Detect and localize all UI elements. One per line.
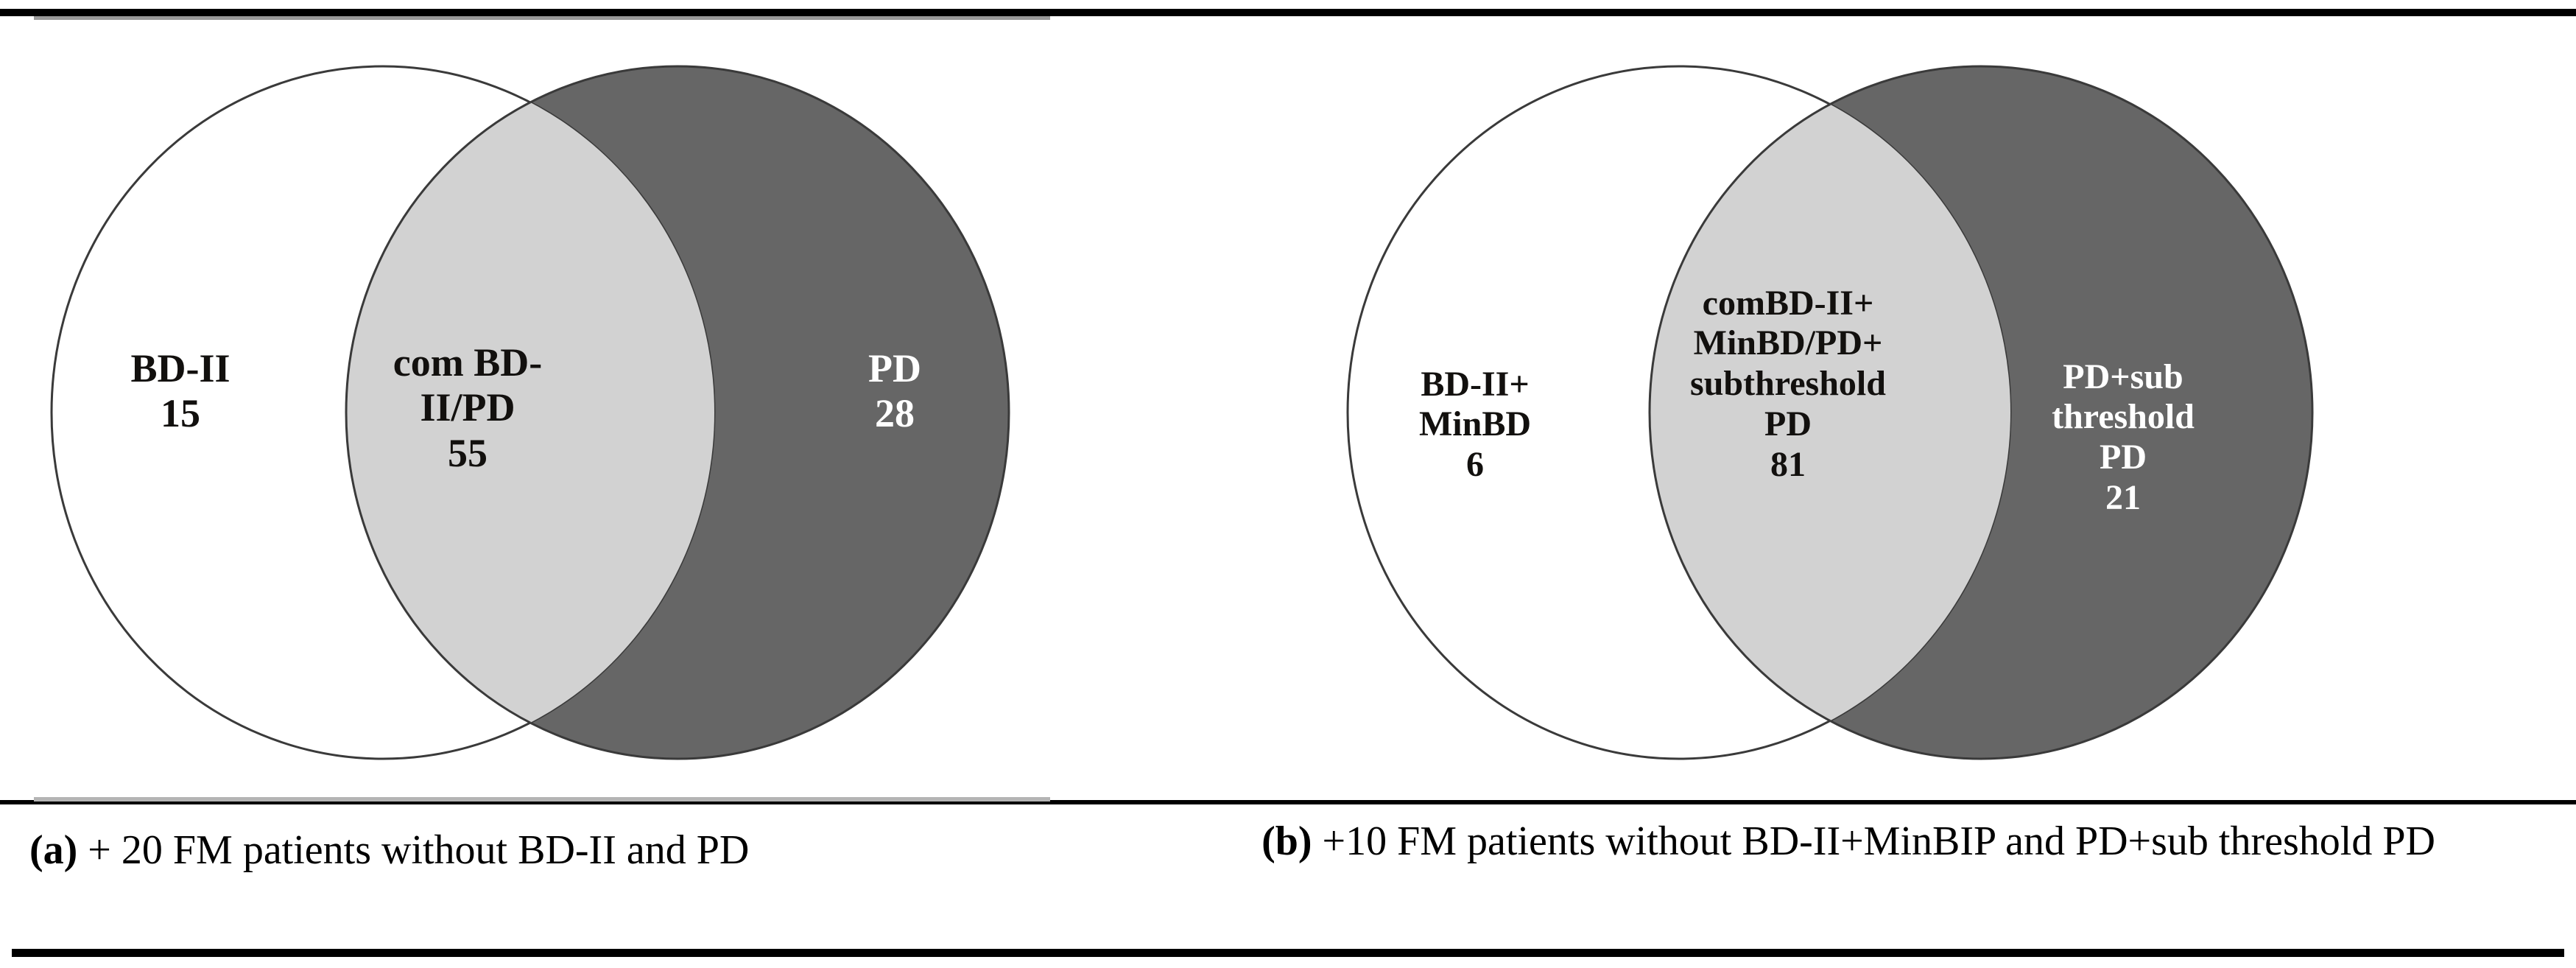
caption-b: (b) +10 FM patients without BD-II+MinBIP… [1149, 816, 2548, 866]
middle-rule-shadow [34, 797, 1050, 802]
venn-diagram-a [15, 44, 1046, 781]
caption-a-marker: (a) [29, 827, 78, 873]
caption-b-text: +10 FM patients without BD-II+MinBIP and… [1312, 818, 2435, 864]
venn-a-overlap [345, 66, 714, 759]
caption-b-marker: (b) [1261, 818, 1312, 864]
caption-a-text: + 20 FM patients without BD-II and PD [77, 827, 750, 873]
middle-rule [0, 800, 2576, 804]
top-rule-shadow [34, 16, 1050, 20]
venn-b-overlap [1648, 66, 2010, 759]
bottom-rule [12, 949, 2564, 957]
top-rule [0, 9, 2576, 16]
venn-diagram-b [1318, 44, 2371, 781]
caption-a: (a) + 20 FM patients without BD-II and P… [29, 825, 1090, 875]
